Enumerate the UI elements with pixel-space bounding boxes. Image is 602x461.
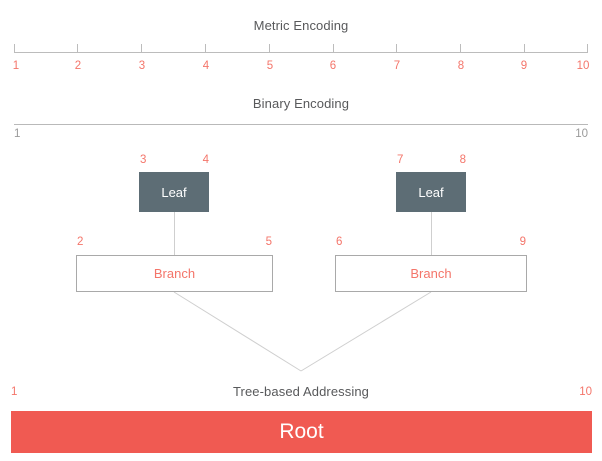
axis-tick-5: [269, 44, 270, 53]
metric-encoding-axis: [14, 44, 588, 53]
metric-axis-line: [14, 52, 588, 53]
axis-tick-2: [77, 44, 78, 53]
axis-tick-4: [205, 44, 206, 53]
branch-left-end-num: 5: [265, 236, 272, 248]
axis-tick-7: [396, 44, 397, 53]
branch-node-left[interactable]: Branch: [76, 255, 273, 292]
metric-scale-label-3: 3: [138, 60, 146, 72]
metric-scale-label-5: 5: [266, 60, 274, 72]
branch-right-start-num: 6: [336, 236, 343, 248]
metric-scale-label-6: 6: [329, 60, 337, 72]
branch-node-right-label: Branch: [410, 266, 452, 281]
binary-encoding-line: [14, 124, 588, 125]
binary-encoding-title: Binary Encoding: [252, 96, 350, 111]
branch-right-end-num: 9: [519, 236, 526, 248]
tree-addressing-title: Tree-based Addressing: [232, 384, 370, 399]
metric-scale-label-10: 10: [576, 60, 590, 72]
metric-scale-labels: 1 2 3 4 5 6 7 8 9 10: [0, 60, 602, 74]
metric-scale-label-4: 4: [202, 60, 210, 72]
leaf-left-end-num: 4: [202, 154, 209, 166]
metric-scale-label-7: 7: [393, 60, 401, 72]
axis-tick-8: [460, 44, 461, 53]
root-end-label: 10: [579, 386, 592, 398]
branch-node-left-label: Branch: [153, 266, 196, 281]
leaf-node-right[interactable]: Leaf: [396, 172, 466, 212]
metric-scale-label-1: 1: [12, 60, 20, 72]
metric-encoding-title: Metric Encoding: [253, 18, 349, 33]
binary-start-label: 1: [14, 128, 21, 140]
leaf-left-to-branch-connector: [174, 212, 175, 255]
branch-node-right[interactable]: Branch: [335, 255, 527, 292]
axis-tick-9: [524, 44, 525, 53]
axis-tick-1: [14, 44, 15, 53]
axis-tick-3: [141, 44, 142, 53]
leaf-right-to-branch-connector: [431, 212, 432, 255]
axis-tick-10: [587, 44, 588, 53]
root-node-label: Root: [279, 420, 324, 443]
axis-tick-6: [333, 44, 334, 53]
leaf-right-end-num: 8: [459, 154, 466, 166]
metric-scale-label-2: 2: [74, 60, 82, 72]
root-node[interactable]: Root: [11, 411, 592, 453]
metric-scale-label-9: 9: [520, 60, 528, 72]
leaf-right-start-num: 7: [397, 154, 404, 166]
leaf-node-left-label: Leaf: [161, 184, 187, 200]
metric-scale-label-8: 8: [457, 60, 465, 72]
leaf-node-right-label: Leaf: [418, 184, 444, 200]
leaf-left-start-num: 3: [140, 154, 147, 166]
binary-end-label: 10: [575, 128, 588, 140]
root-start-label: 1: [11, 386, 18, 398]
branch-left-start-num: 2: [77, 236, 84, 248]
leaf-node-left[interactable]: Leaf: [139, 172, 209, 212]
